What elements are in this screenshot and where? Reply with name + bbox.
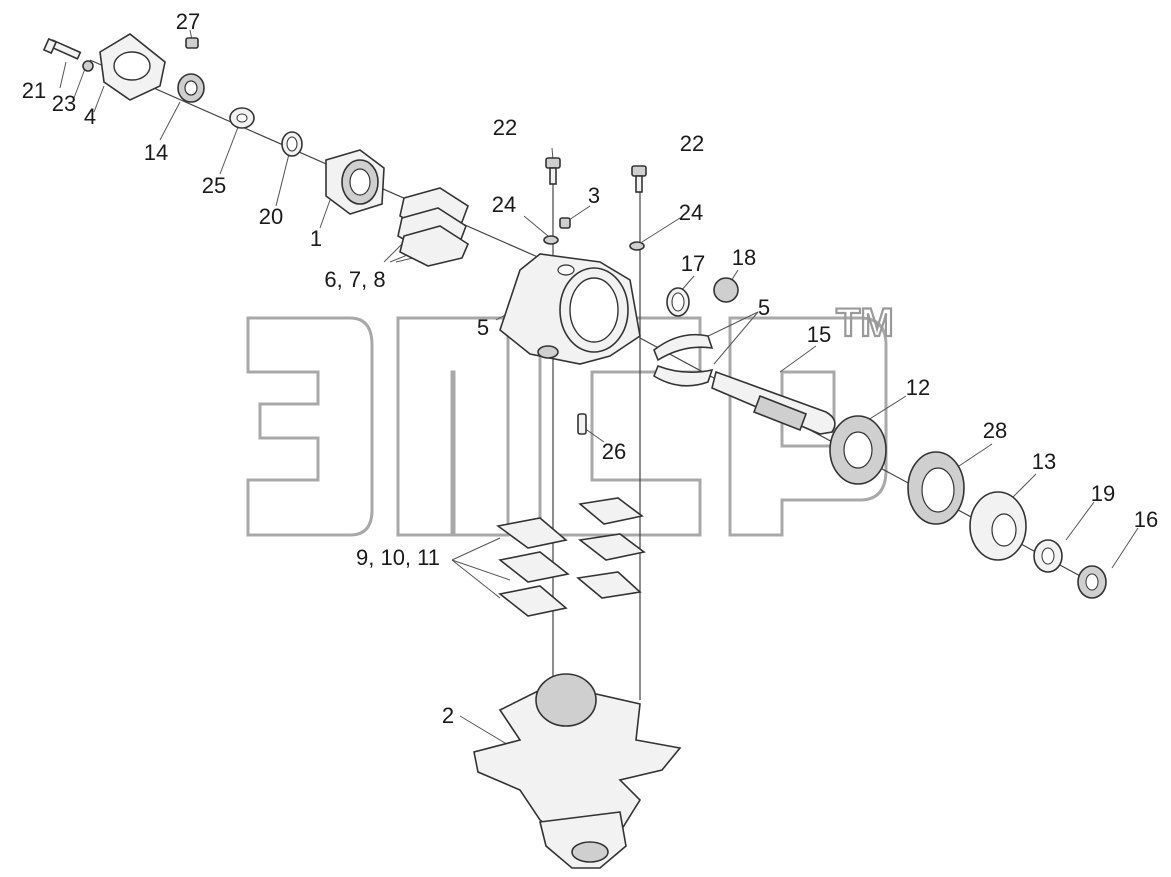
callout-21: 21 — [22, 78, 46, 103]
callout-1: 1 — [310, 226, 322, 251]
callout-labels: 27 21 23 4 14 25 20 1 6, 7, 8 22 22 24 3… — [22, 9, 1158, 728]
part-5-seal-halves — [653, 333, 714, 387]
callout-14: 14 — [144, 140, 168, 165]
callout-15: 15 — [807, 322, 831, 347]
part-2-gearbox-housing — [473, 673, 682, 869]
callout-24-right: 24 — [679, 200, 703, 225]
callout-23: 23 — [52, 91, 76, 116]
trademark-symbol: TM — [836, 301, 894, 345]
part-15-shaft — [711, 370, 836, 435]
part-9-10-11-shims — [496, 497, 646, 617]
callout-24-left: 24 — [492, 192, 516, 217]
callout-5-housing: 5 — [477, 315, 489, 340]
part-17-ring — [666, 287, 690, 317]
part-4-flange-cover — [99, 33, 166, 101]
part-12-gear — [829, 415, 887, 485]
part-27-plug — [185, 37, 199, 49]
part-24-washer-left — [543, 235, 559, 245]
part-3-plug — [559, 217, 571, 229]
leader-lines — [59, 29, 1139, 753]
callout-4: 4 — [84, 104, 96, 129]
part-22-bolt-left — [545, 157, 561, 185]
part-26-pin — [577, 413, 587, 435]
part-13-flange — [969, 491, 1027, 561]
callout-9-10-11: 9, 10, 11 — [356, 545, 440, 570]
callout-20: 20 — [259, 204, 283, 229]
part-22-bolt-right — [631, 165, 647, 193]
part-16-nut — [1077, 565, 1107, 599]
part-5-housing — [499, 253, 641, 365]
part-21-bolt — [42, 37, 82, 60]
callout-5-seal: 5 — [758, 295, 770, 320]
callout-27: 27 — [176, 9, 200, 34]
callout-25: 25 — [202, 173, 226, 198]
callout-22-left: 22 — [493, 115, 517, 140]
part-24-washer-right — [629, 241, 645, 251]
callout-22-right: 22 — [680, 131, 704, 156]
part-23-washer — [82, 60, 94, 72]
callout-16: 16 — [1134, 507, 1158, 532]
part-19-washer — [1033, 539, 1063, 573]
callout-12: 12 — [906, 375, 930, 400]
callout-28: 28 — [983, 418, 1007, 443]
callout-3: 3 — [588, 183, 600, 208]
part-6-7-8-shims — [397, 187, 470, 267]
part-28-bearing — [907, 451, 965, 525]
part-18-cap — [713, 277, 739, 303]
part-1-bearing-cup — [325, 149, 385, 215]
callout-17: 17 — [681, 251, 705, 276]
part-25-lock-washer — [229, 107, 255, 129]
part-14-nut — [177, 73, 205, 103]
part-20-ring — [281, 131, 303, 157]
callout-18: 18 — [732, 245, 756, 270]
callout-19: 19 — [1091, 481, 1115, 506]
callout-6-7-8: 6, 7, 8 — [324, 267, 385, 292]
callout-13: 13 — [1032, 449, 1056, 474]
callout-26: 26 — [602, 439, 626, 464]
callout-2: 2 — [442, 703, 454, 728]
